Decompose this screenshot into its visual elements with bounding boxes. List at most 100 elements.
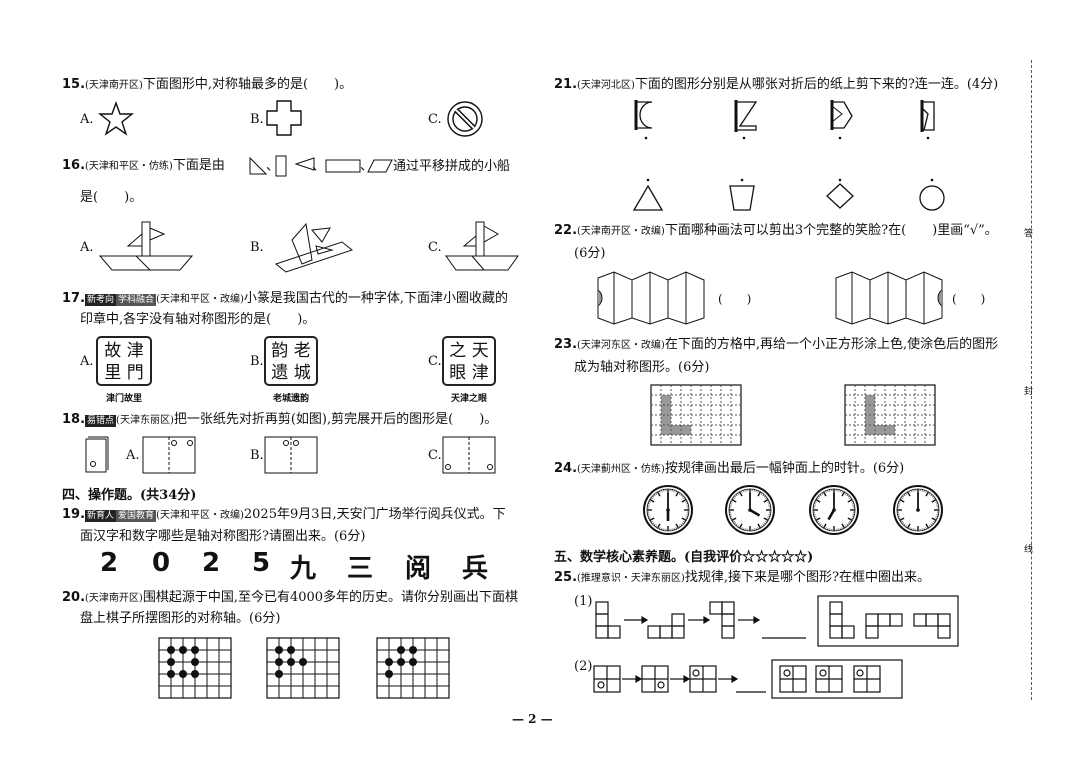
clock-tick [760, 492, 763, 495]
clock-tick [741, 490, 743, 493]
go-stone [409, 646, 417, 654]
clock-tick [763, 517, 769, 522]
clock-tick [814, 501, 817, 503]
clock-tick [825, 490, 827, 493]
clock-tick [656, 523, 661, 529]
go-stone [275, 646, 283, 654]
unfolded-paper-c [442, 436, 496, 474]
option-b-label: B. [250, 112, 264, 127]
clock-tick [906, 523, 911, 529]
clock-face-4[interactable] [892, 484, 944, 536]
seal-line: 韵 老 [271, 341, 311, 361]
clock-tick [822, 491, 827, 497]
clock-tick [683, 520, 686, 523]
clock-tick [839, 527, 841, 531]
go-board-1[interactable] [158, 637, 234, 701]
go-stone [287, 658, 295, 666]
go-stone [167, 658, 175, 666]
char-yue: 阅 [405, 554, 434, 584]
go-board-3[interactable] [376, 637, 452, 701]
clock-tick [819, 494, 822, 497]
clock-tick [762, 494, 765, 497]
q16-stem: 16.(天津和平区・仿练)下面是由 [62, 157, 225, 176]
go-board-2[interactable] [266, 637, 342, 701]
char-san: 三 [347, 554, 376, 584]
hour-hand [827, 509, 836, 521]
binding-label: 封 [1024, 387, 1034, 397]
clock-tick [655, 525, 658, 528]
go-stone [179, 646, 187, 654]
clock-tick [897, 503, 901, 505]
question-number: 24. [554, 461, 578, 476]
clock-tick [685, 515, 689, 517]
clock-tick [763, 498, 769, 503]
clock-tick [678, 492, 681, 495]
clock-tick [813, 503, 817, 505]
go-stone [397, 646, 405, 654]
question-source: (天津东丽区) [116, 415, 174, 426]
question-number: 17. [62, 291, 86, 306]
seal-line: 遗 城 [271, 363, 311, 383]
clock-tick [925, 491, 930, 497]
clock-tick [847, 498, 853, 503]
clock-tick [903, 494, 906, 497]
clock-tick [680, 523, 683, 526]
question-number: 16. [62, 158, 86, 173]
clock-tick [898, 501, 901, 503]
question-text: 找规律,接下来是哪个图形?在框中圈出来。 [684, 570, 930, 585]
answer-paren-2[interactable]: ( ) [952, 292, 986, 306]
clock-tick [648, 501, 651, 503]
question-number: 19. [62, 507, 86, 522]
clock-tick [851, 501, 854, 503]
char-0: 0 [152, 548, 173, 578]
clock-tick [678, 525, 681, 528]
clock-tick [841, 527, 843, 530]
q23-stem: 23.(天津河东区・改编)在下面的方格中,再给一个小正方形涂上色,使涂色后的图形 [554, 336, 998, 355]
clock-tick [730, 517, 733, 519]
go-stone [397, 658, 405, 666]
unfolded-paper-b [264, 436, 318, 474]
clock-tick [841, 523, 846, 529]
colored-cell [661, 425, 671, 435]
clock-tick [933, 497, 936, 500]
clock-tick [851, 517, 854, 519]
clock-tick [675, 527, 677, 530]
clock-face-2 [725, 485, 775, 535]
go-stone [179, 670, 187, 678]
binding-label: 线 [1024, 545, 1034, 555]
separator-text: 、 [266, 159, 280, 174]
question-source: (天津和平区・改编) [156, 510, 244, 521]
question-number: 18. [62, 412, 86, 427]
clock-tick [899, 517, 905, 522]
clock-tick [675, 491, 680, 497]
option-a-label: A. [80, 112, 94, 127]
clock-tick [738, 523, 743, 529]
prohibition-sign-icon [447, 101, 483, 137]
binding-label: 答 [1024, 229, 1034, 239]
question-source: (天津南开区) [85, 593, 143, 604]
clock-tick [911, 489, 913, 493]
clock-tick [652, 522, 655, 525]
answer-paren-1[interactable]: ( ) [718, 292, 752, 306]
question-source: (天津河东区・改编) [577, 340, 665, 351]
page-number: — 2 — [512, 712, 553, 726]
folded-paper-icon [85, 436, 109, 473]
clock-tick [735, 494, 738, 497]
clock-tick [647, 515, 651, 517]
clock-tick [905, 492, 908, 495]
q21-stem: 21.(天津河北区)下面的图形分别是从哪张对折后的纸上剪下来的?连一连。(4分) [554, 76, 998, 95]
color-grid-2[interactable] [844, 384, 936, 446]
clock-tick [683, 497, 686, 500]
option-c-label: C. [428, 112, 442, 127]
question-text: 把一张纸先对折再剪(如图),剪完展开后的图形是( )。 [173, 412, 498, 427]
color-grid-1[interactable] [650, 384, 742, 446]
clock-tick [741, 527, 743, 530]
clock-tick [767, 503, 771, 505]
clock-tick [930, 494, 933, 497]
clock-tick [652, 495, 655, 498]
go-stone [275, 658, 283, 666]
clock-tick [661, 527, 663, 531]
clock-tick [673, 489, 675, 493]
seal-line: 故 津 [104, 341, 144, 361]
go-stone [385, 658, 393, 666]
